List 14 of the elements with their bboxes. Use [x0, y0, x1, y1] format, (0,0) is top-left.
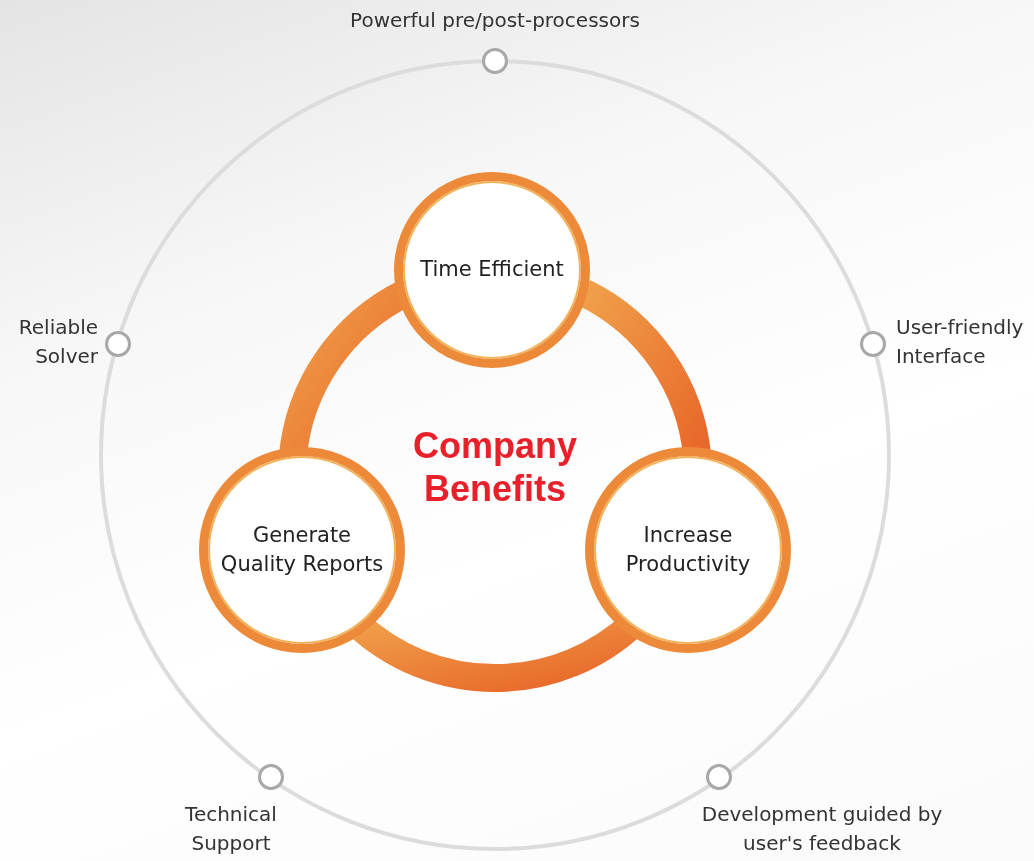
marker-label: User-friendly Interface [896, 314, 1025, 370]
marker-dot [706, 764, 732, 790]
marker-dot [105, 331, 131, 357]
marker-dot [860, 331, 886, 357]
marker-dot [258, 764, 284, 790]
marker-label: Technical Support [184, 801, 278, 857]
marker-dot [482, 48, 508, 74]
benefit-text: Time Efficient [419, 256, 565, 284]
marker-label: Powerful pre/post-processors [349, 7, 641, 34]
marker-label: Reliable Solver [17, 314, 98, 370]
marker-label: Development guided by user's feedback [700, 801, 944, 857]
center-title: Company Benefits [412, 424, 578, 511]
benefit-text: Generate Quality Reports [219, 521, 385, 578]
benefit-text: Increase Productivity [624, 521, 752, 578]
